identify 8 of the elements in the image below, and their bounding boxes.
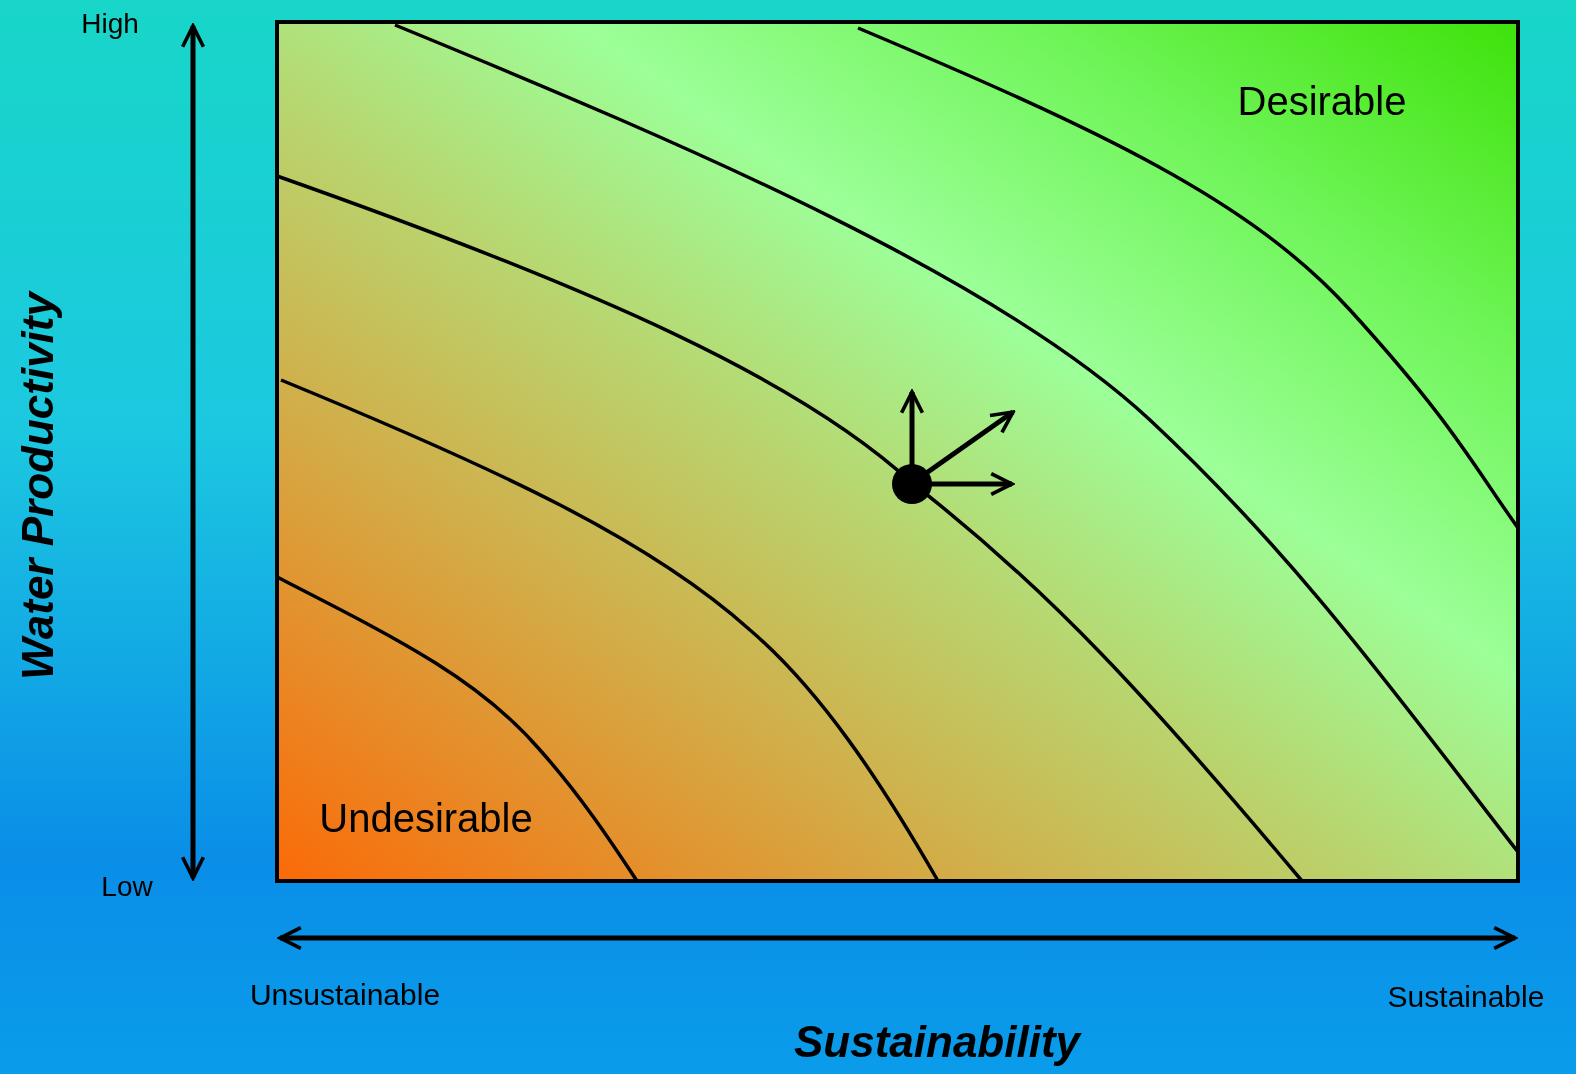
axis-tick-label: Low	[101, 873, 153, 901]
axis-title: Water Productivity	[16, 292, 60, 680]
axis-tick-label: Unsustainable	[249, 980, 441, 1010]
axis-tick-label: Sustainable	[1387, 982, 1545, 1012]
axis-title: Sustainability	[793, 1020, 1081, 1064]
region-label: Desirable	[1237, 81, 1407, 121]
axis-tick-label: High	[81, 10, 139, 38]
region-label: Undesirable	[319, 798, 533, 838]
